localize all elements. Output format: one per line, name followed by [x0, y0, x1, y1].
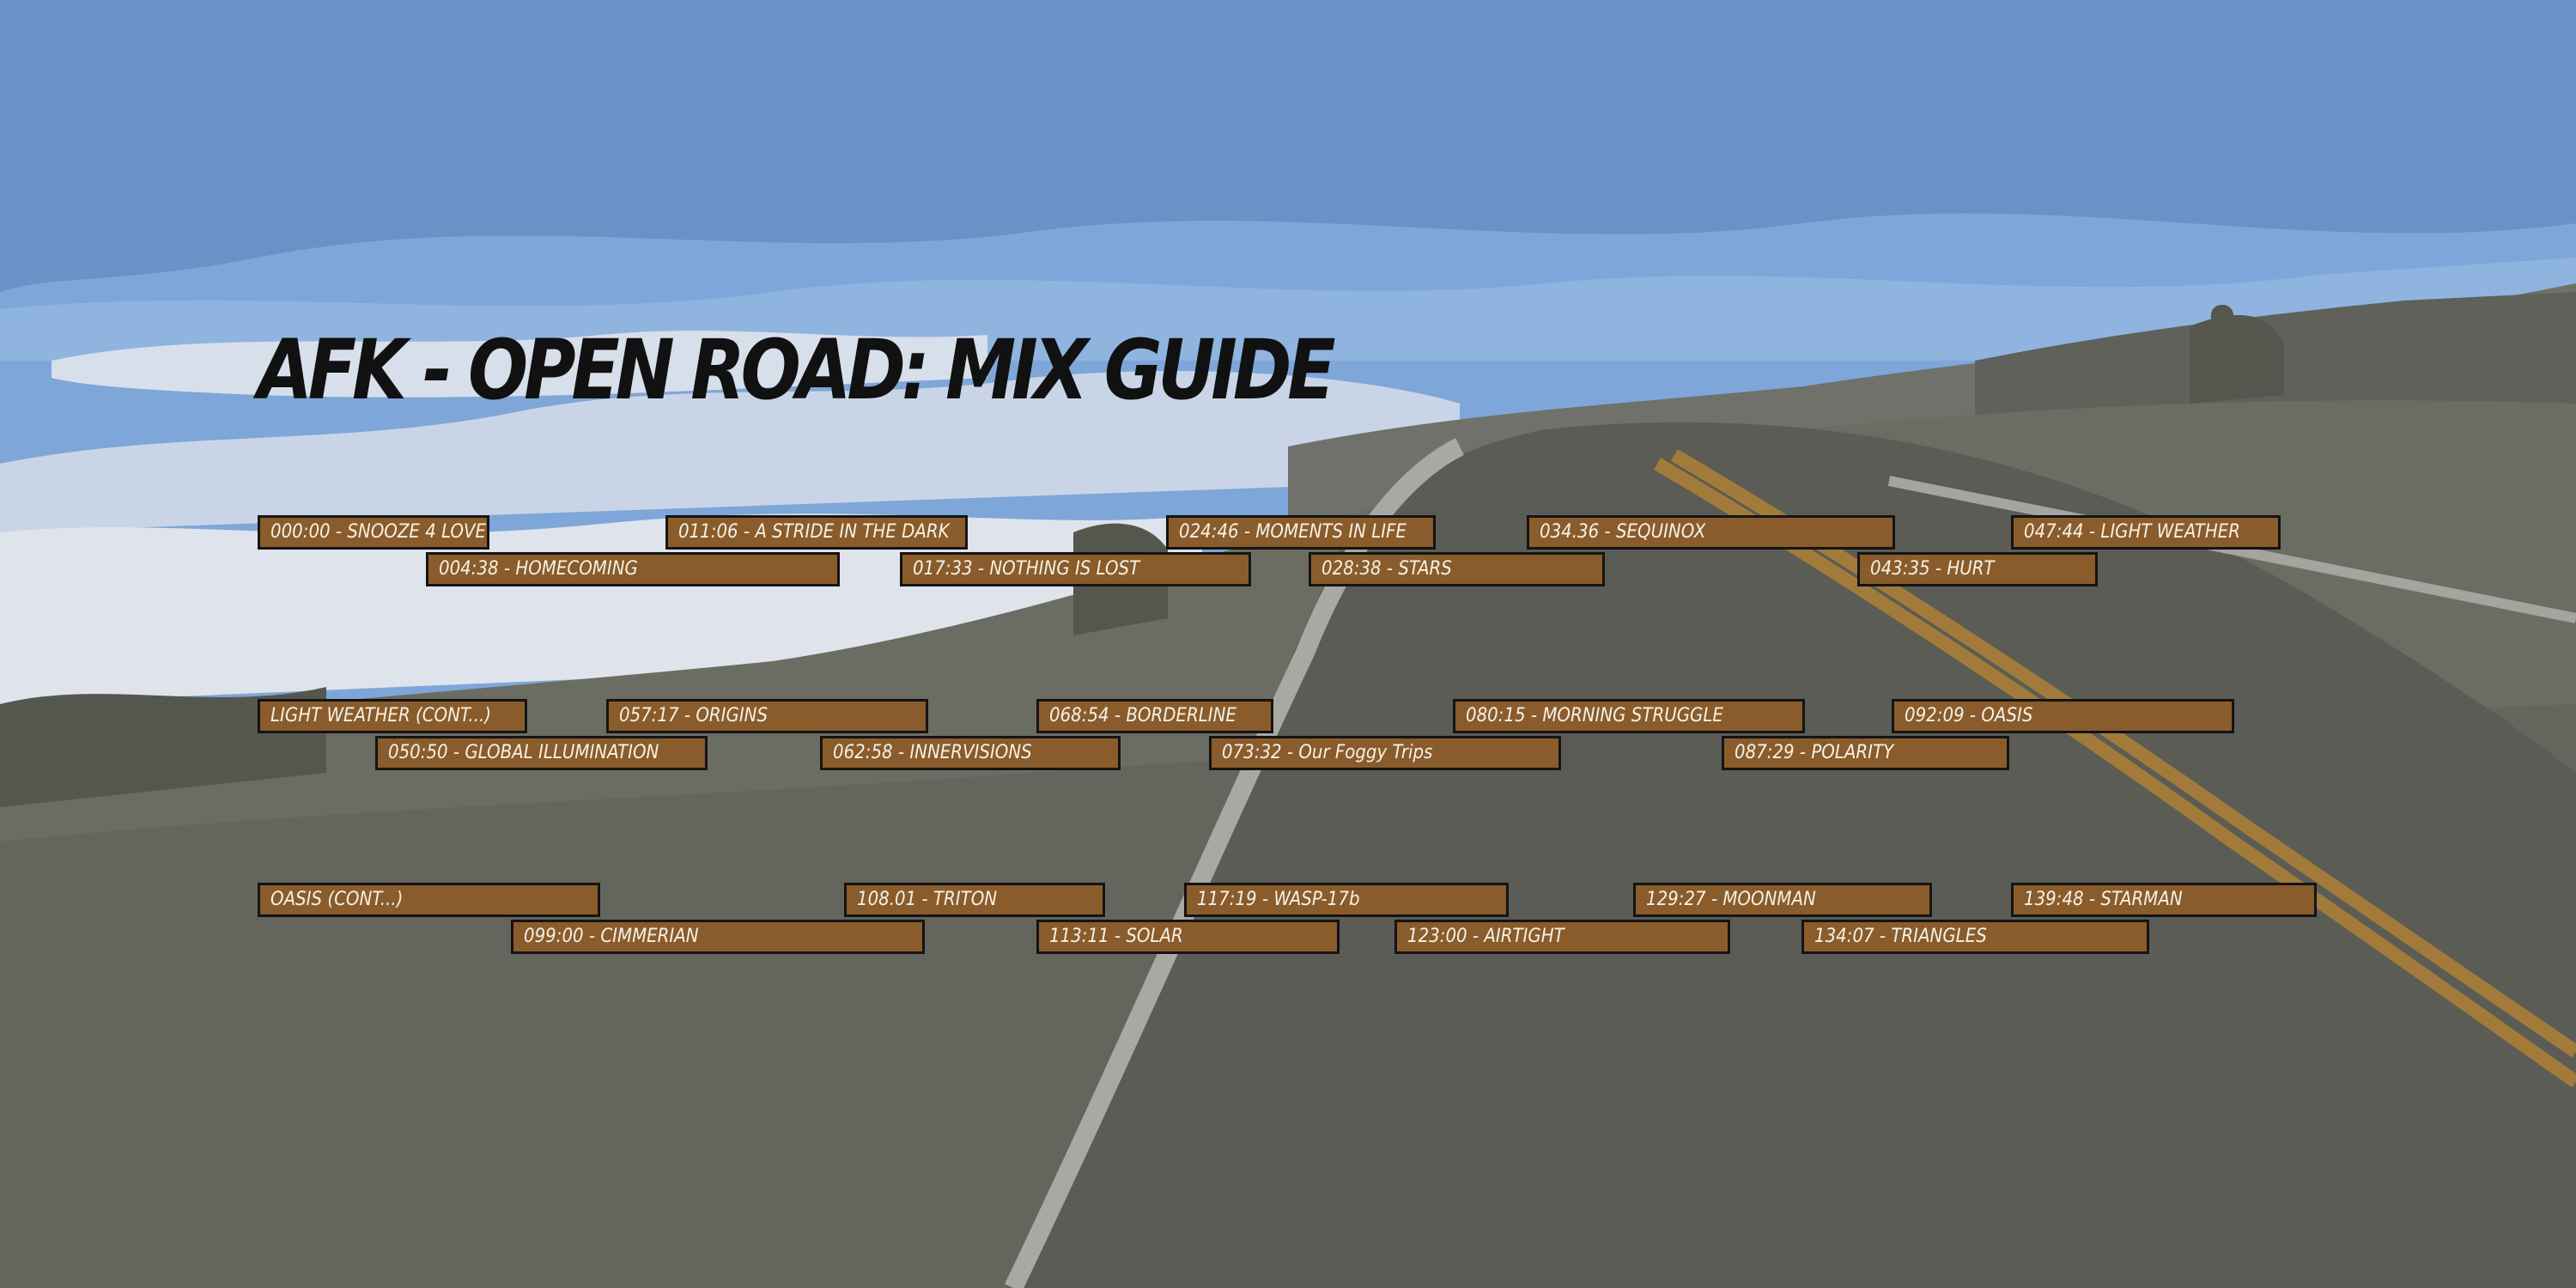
tracklist-entry: 117:19 - WASP-17b: [1184, 883, 1509, 917]
tracklist-entry: 024:46 - MOMENTS IN LIFE: [1166, 515, 1436, 550]
tracklist-entry: 129:27 - MOONMAN: [1633, 883, 1932, 917]
tracklist-entry: 034.36 - SEQUINOX: [1527, 515, 1895, 550]
tracklist-entry: 017:33 - NOTHING IS LOST: [900, 552, 1251, 586]
tracklist-entry: 043:35 - HURT: [1857, 552, 2098, 586]
tracklist-entry: 108.01 - TRITON: [844, 883, 1105, 917]
page-title: AFK - OPEN ROAD: MIX GUIDE: [258, 322, 1336, 418]
tracklist-entry: 134:07 - TRIANGLES: [1801, 920, 2149, 954]
tracklist-entry: 057:17 - ORIGINS: [606, 699, 928, 733]
tracklist-entry: OASIS (CONT...): [258, 883, 600, 917]
tracklist-entry: 113:11 - SOLAR: [1036, 920, 1340, 954]
tracklist-entry: 099:00 - CIMMERIAN: [511, 920, 925, 954]
tracklist-entry: 139:48 - STARMAN: [2011, 883, 2317, 917]
tracklist-entry: 092:09 - OASIS: [1892, 699, 2234, 733]
tracklist-entry: 068:54 - BORDERLINE: [1036, 699, 1273, 733]
tracklist-entry: 087:29 - POLARITY: [1722, 736, 2009, 770]
tracklist-entry: 080:15 - MORNING STRUGGLE: [1453, 699, 1805, 733]
tracklist-entry: 000:00 - SNOOZE 4 LOVE: [258, 515, 489, 550]
tracklist-entry: 004:38 - HOMECOMING: [426, 552, 840, 586]
tracklist-entry: 062:58 - INNERVISIONS: [820, 736, 1121, 770]
tracklist-entry: 073:32 - Our Foggy Trips: [1209, 736, 1561, 770]
tracklist-entry: 050:50 - GLOBAL ILLUMINATION: [375, 736, 708, 770]
tracklist-entry: 123:00 - AIRTIGHT: [1394, 920, 1730, 954]
tracklist-entry: 011:06 - A STRIDE IN THE DARK: [665, 515, 968, 550]
tracklist-entry: 047:44 - LIGHT WEATHER: [2011, 515, 2281, 550]
tracklist-entry: LIGHT WEATHER (CONT...): [258, 699, 527, 733]
tracklist-entry: 028:38 - STARS: [1309, 552, 1605, 586]
